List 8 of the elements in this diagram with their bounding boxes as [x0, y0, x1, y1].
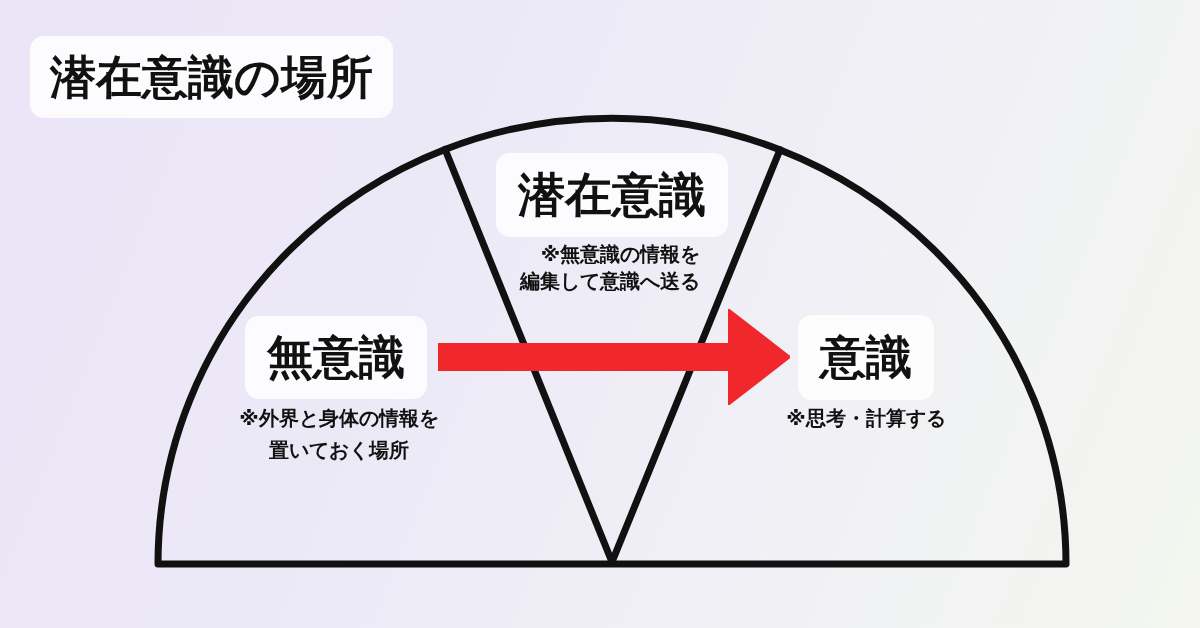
note-text: ※無意識の情報を編集して意識へ送る	[518, 241, 702, 295]
note-text: ※外界と身体の情報を置いておく場所	[238, 405, 440, 464]
region-label: 無意識	[245, 315, 427, 399]
arrow	[438, 308, 791, 406]
region-label: 潜在意識	[496, 153, 728, 237]
diagram-title: 潜在意識の場所	[30, 36, 393, 118]
note-text: ※思考・計算する	[785, 405, 947, 432]
region-label: 意識	[798, 314, 934, 400]
